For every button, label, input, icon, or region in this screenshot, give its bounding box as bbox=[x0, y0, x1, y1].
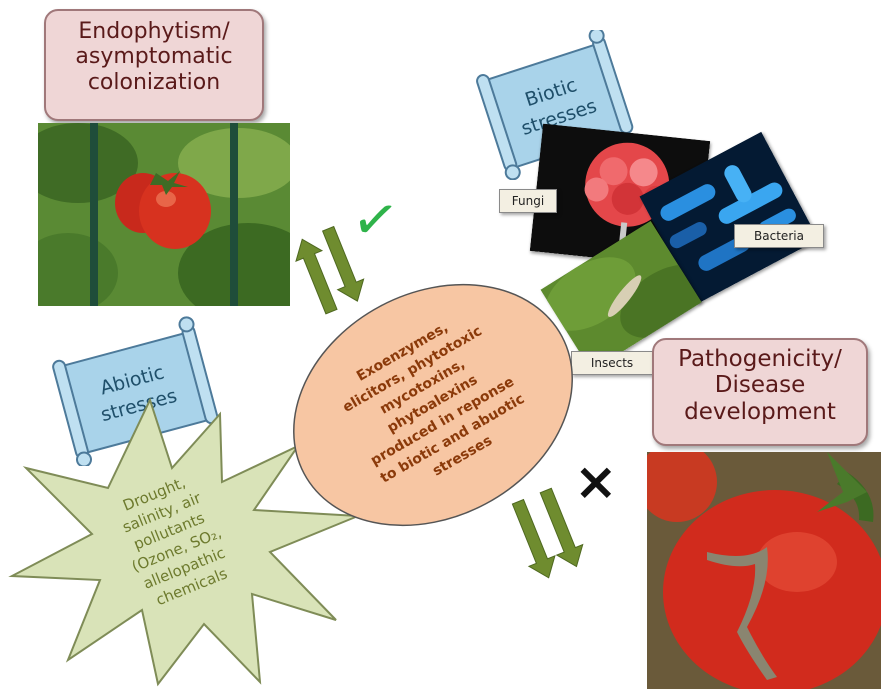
endophytism-line-3: colonization bbox=[46, 70, 262, 95]
diseased-tomato-photo bbox=[647, 452, 881, 689]
central-oval: Exoenzymes, elicitors, phytotoxic mycoto… bbox=[278, 280, 588, 530]
check-icon: ✓ bbox=[348, 185, 404, 256]
endophytism-line-1: Endophytism/ bbox=[46, 19, 262, 44]
pathogenicity-line-2: Disease bbox=[654, 372, 866, 398]
endophytism-box: Endophytism/ asymptomatic colonization bbox=[44, 9, 264, 121]
fungi-label: Fungi bbox=[499, 189, 557, 213]
bacteria-label: Bacteria bbox=[734, 224, 824, 248]
pathogenicity-line-1: Pathogenicity/ bbox=[654, 346, 866, 372]
pathogenicity-line-3: development bbox=[654, 399, 866, 425]
healthy-tomato-photo bbox=[38, 123, 290, 306]
pathogenicity-box: Pathogenicity/ Disease development bbox=[652, 338, 868, 446]
endophytism-line-2: asymptomatic bbox=[46, 44, 262, 69]
